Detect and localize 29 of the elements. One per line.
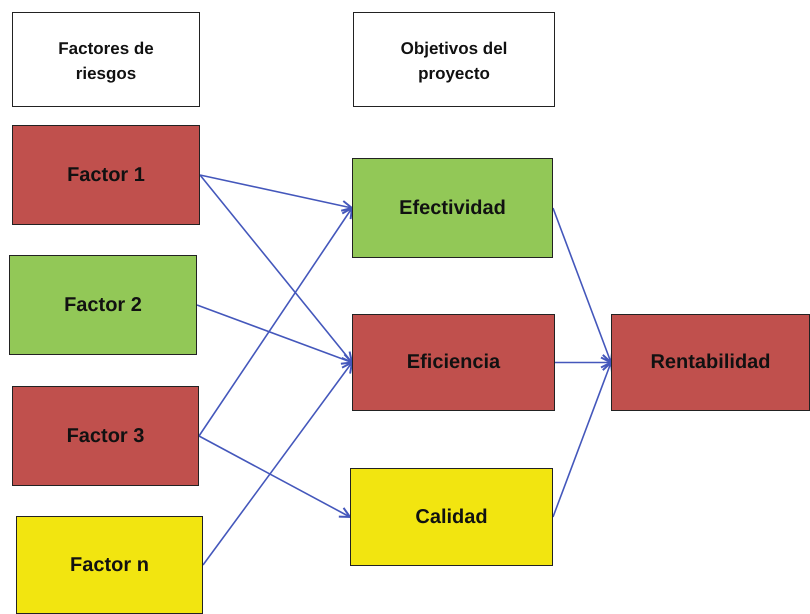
box-label: Factores de riesgos xyxy=(57,38,155,85)
arrow xyxy=(198,435,351,518)
risk-factor-box xyxy=(16,516,203,614)
box-label: Eficiencia xyxy=(406,351,500,374)
result-box xyxy=(611,314,810,411)
box-label: Factor 1 xyxy=(67,164,145,186)
arrow xyxy=(555,356,612,368)
box-label: Efectividad xyxy=(399,196,506,220)
box-label: Factor 2 xyxy=(64,294,142,316)
arrow xyxy=(202,362,353,566)
arrow xyxy=(552,362,614,518)
arrow xyxy=(199,174,353,364)
arrow xyxy=(552,208,614,364)
risk-factor-box xyxy=(12,386,199,486)
arrow xyxy=(196,304,353,365)
column-header-box xyxy=(12,12,200,107)
objective-box xyxy=(350,468,553,566)
box-label: Rentabilidad xyxy=(650,351,770,374)
column-header-box xyxy=(353,12,555,107)
arrow xyxy=(200,174,353,212)
arrow xyxy=(198,207,353,436)
objective-box xyxy=(352,314,555,411)
box-label: Objetivos del proyecto xyxy=(400,38,508,85)
box-label: Factor 3 xyxy=(66,424,144,448)
box-label: Calidad xyxy=(415,506,488,528)
box-label: Factor n xyxy=(70,554,149,576)
objective-box xyxy=(352,158,553,258)
risk-factor-box xyxy=(9,255,197,355)
risk-factor-box xyxy=(12,125,200,225)
